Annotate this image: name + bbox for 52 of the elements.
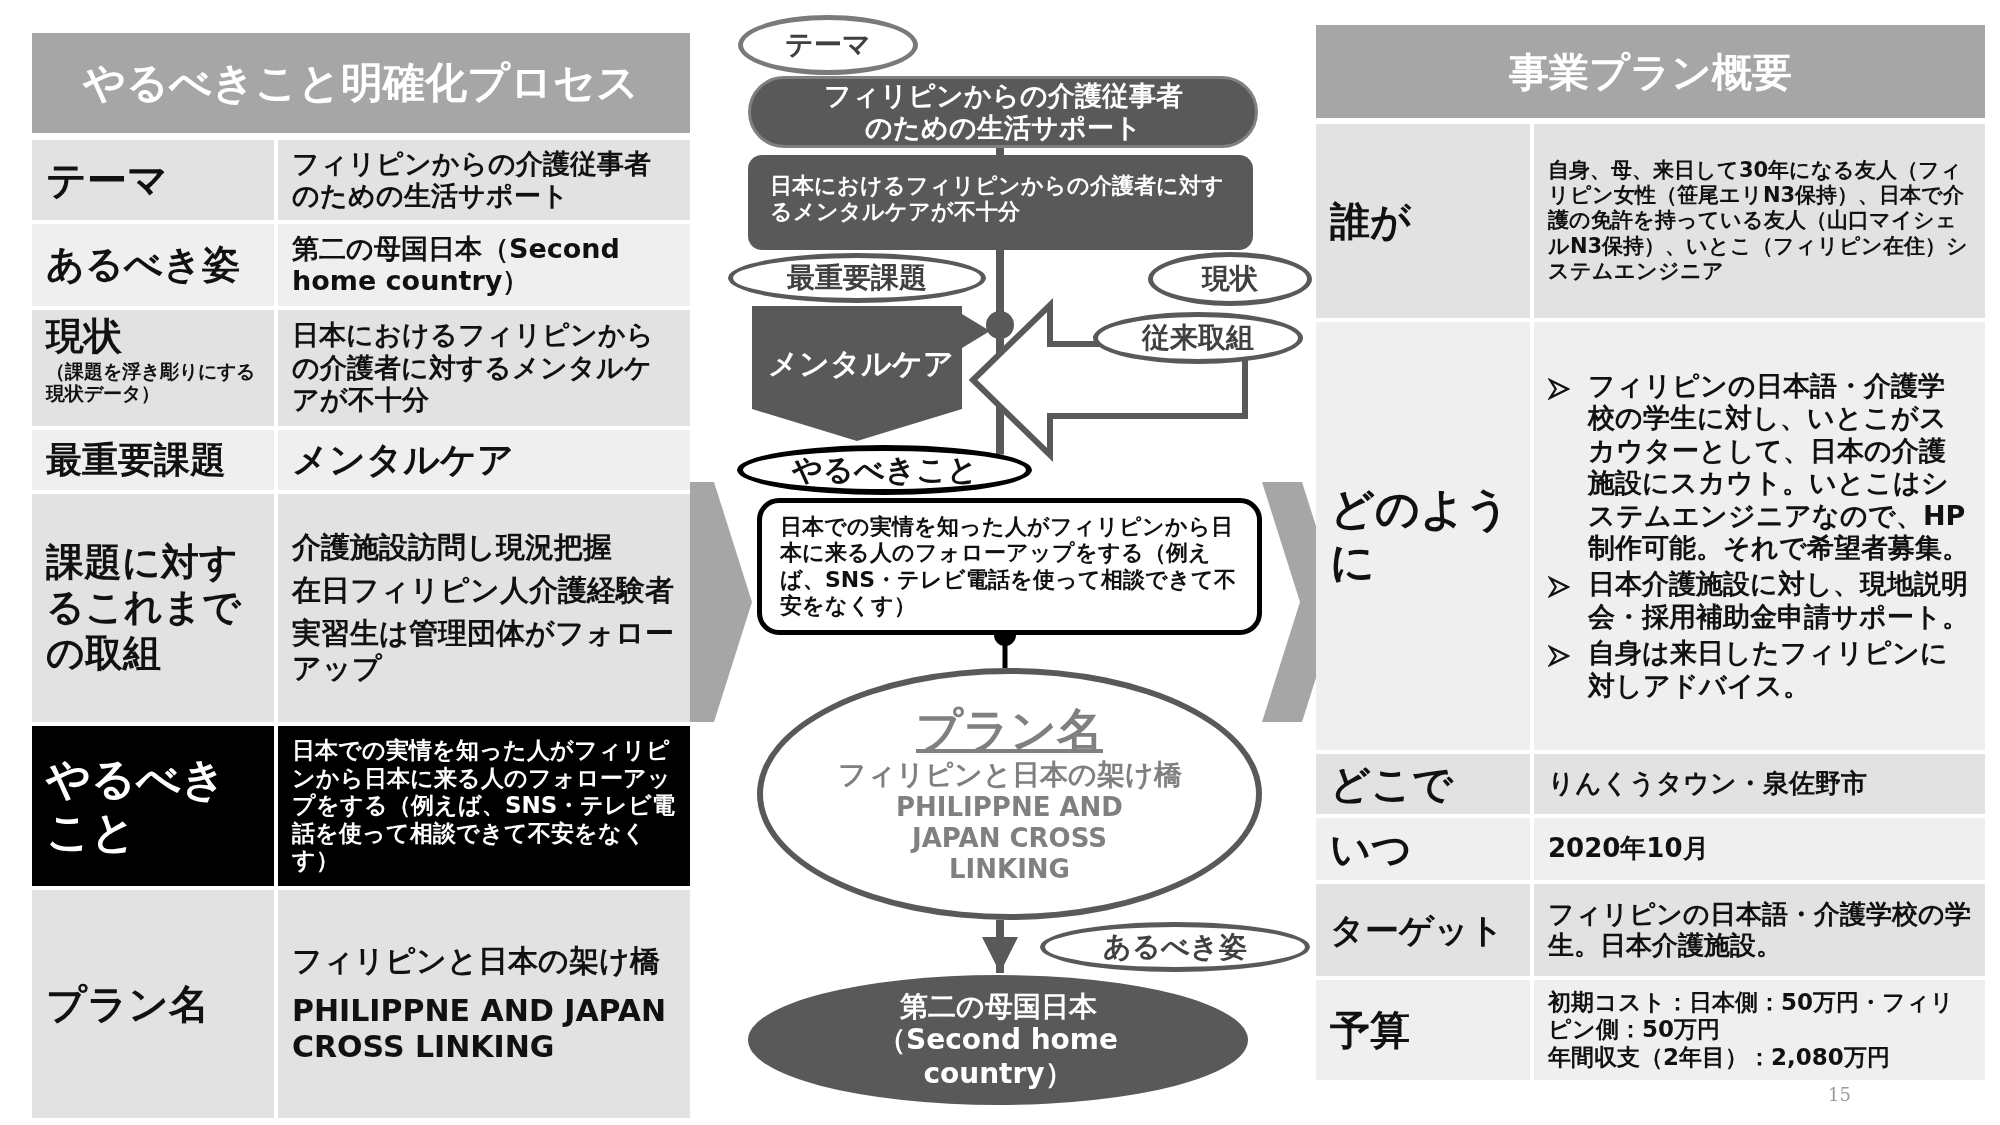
row-heading: やるべきこと bbox=[32, 726, 274, 886]
arrow bbox=[982, 919, 1018, 973]
cell-text: 介護施設訪問し現況把握 bbox=[292, 530, 612, 566]
issue-text: メンタルケア bbox=[768, 346, 954, 382]
row-heading: どこで bbox=[1316, 754, 1530, 814]
tag-ellipse: テーマ bbox=[738, 15, 918, 75]
cell-text: （課題を浮き彫りにする現状データ） bbox=[46, 359, 256, 406]
bullet-text: フィリピンの日本語・介護学校の学生に対し、いとこがスカウターとして、日本の介護施設にスカウト。いとこはシステムエンジニアなので、HP制作可能。それで希望者募集。 bbox=[1588, 370, 1970, 565]
table-header: やるべきこと明確化プロセス bbox=[32, 33, 690, 133]
row-heading: プラン名 bbox=[32, 890, 274, 1118]
row-heading: 現状 bbox=[46, 314, 122, 360]
cell-text: フィリピンからの介護従事者のための生活サポート bbox=[278, 140, 690, 220]
tag-ellipse: 現状 bbox=[1148, 252, 1312, 306]
cell-text: 日本での実情を知った人がフィリピンから日本に来る人のフォローアップをする（例えば、SNS・テレビ電話を使って相談できて不安をなくす） bbox=[278, 726, 690, 886]
speech-callout: 日本での実情を知った人がフィリピンから日本に来る人のフォローアップをする（例えば、SNS・テレビ電話を使って相談できて不安をなくす） bbox=[757, 498, 1262, 635]
cell-text: 実習生は管理団体がフォローアップ bbox=[292, 616, 675, 686]
cell-text: 第二の母国日本（Second home country） bbox=[278, 224, 690, 306]
tag-ellipse: 従来取組 bbox=[1093, 312, 1303, 364]
cell-text: 自身、母、来日して30年になる友人（フィリピン女性（笹尾エリN3保持）、日本で介護の免許を持っている友人（山口マイシェルN3保持）、いとこ（フィリピン在住）システムエンジニア bbox=[1534, 124, 1985, 318]
row-heading: いつ bbox=[1316, 818, 1530, 880]
cell-text: 年間収支（2年目）：2,080万円 bbox=[1548, 1043, 1890, 1072]
row-heading: 課題に対するこれまでの取組 bbox=[32, 494, 274, 722]
row-heading: 最重要課題 bbox=[32, 430, 274, 490]
row-heading: ターゲット bbox=[1316, 884, 1530, 976]
row-heading: どのように bbox=[1316, 322, 1530, 750]
cell-text: フィリピンと日本の架け橋 bbox=[292, 943, 660, 979]
cell-text: りんくうタウン・泉佐野市 bbox=[1534, 754, 1985, 814]
bullet-text: 日本介護施設に対し、現地説明会・採用補助金申請サポート。 bbox=[1588, 568, 1970, 634]
cell-text: 在日フィリピン人介護経験者 bbox=[292, 573, 674, 608]
cell-text: 日本におけるフィリピンからの介護者に対するメンタルケアが不十分 bbox=[278, 310, 690, 426]
plan-name: フィリピンと日本の架け橋 bbox=[837, 758, 1182, 792]
row-heading: あるべき姿 bbox=[32, 224, 274, 306]
row-heading: 誰が bbox=[1316, 124, 1530, 318]
tag-ellipse: やるべきこと bbox=[737, 445, 1032, 495]
table-header: 事業プラン概要 bbox=[1316, 25, 1985, 118]
plan-name: PHILIPPNE AND JAPAN CROSS LINKING bbox=[895, 791, 1124, 886]
tag-ellipse: あるべき姿 bbox=[1040, 922, 1310, 972]
goal-ellipse: 第二の母国日本（Second home country） bbox=[748, 975, 1248, 1105]
bullet-text: 自身は来日したフィリピンに対しアドバイス。 bbox=[1588, 637, 1949, 702]
row-heading: テーマ bbox=[32, 140, 274, 220]
connector-line bbox=[996, 148, 1004, 155]
row-heading: 予算 bbox=[1316, 980, 1530, 1080]
cell-text: メンタルケア bbox=[278, 430, 690, 490]
cell-text: PHILIPPNE AND JAPAN CROSS LINKING bbox=[292, 993, 668, 1065]
status-box: 日本におけるフィリピンからの介護者に対するメンタルケアが不十分 bbox=[748, 155, 1253, 250]
cell-text: 初期コスト：日本側：50万円・フィリピン側：50万円 bbox=[1548, 988, 1955, 1044]
tag-ellipse: 最重要課題 bbox=[728, 253, 986, 303]
theme-pill: フィリピンからの介護従事者のための生活サポート bbox=[748, 76, 1258, 148]
plan-heading: プラン名 bbox=[916, 702, 1103, 758]
cell-text: フィリピンの日本語・介護学校の学生。日本介護施設。 bbox=[1534, 884, 1985, 976]
cell-text: 2020年10月 bbox=[1534, 818, 1985, 880]
page-number: 15 bbox=[1828, 1084, 1851, 1105]
